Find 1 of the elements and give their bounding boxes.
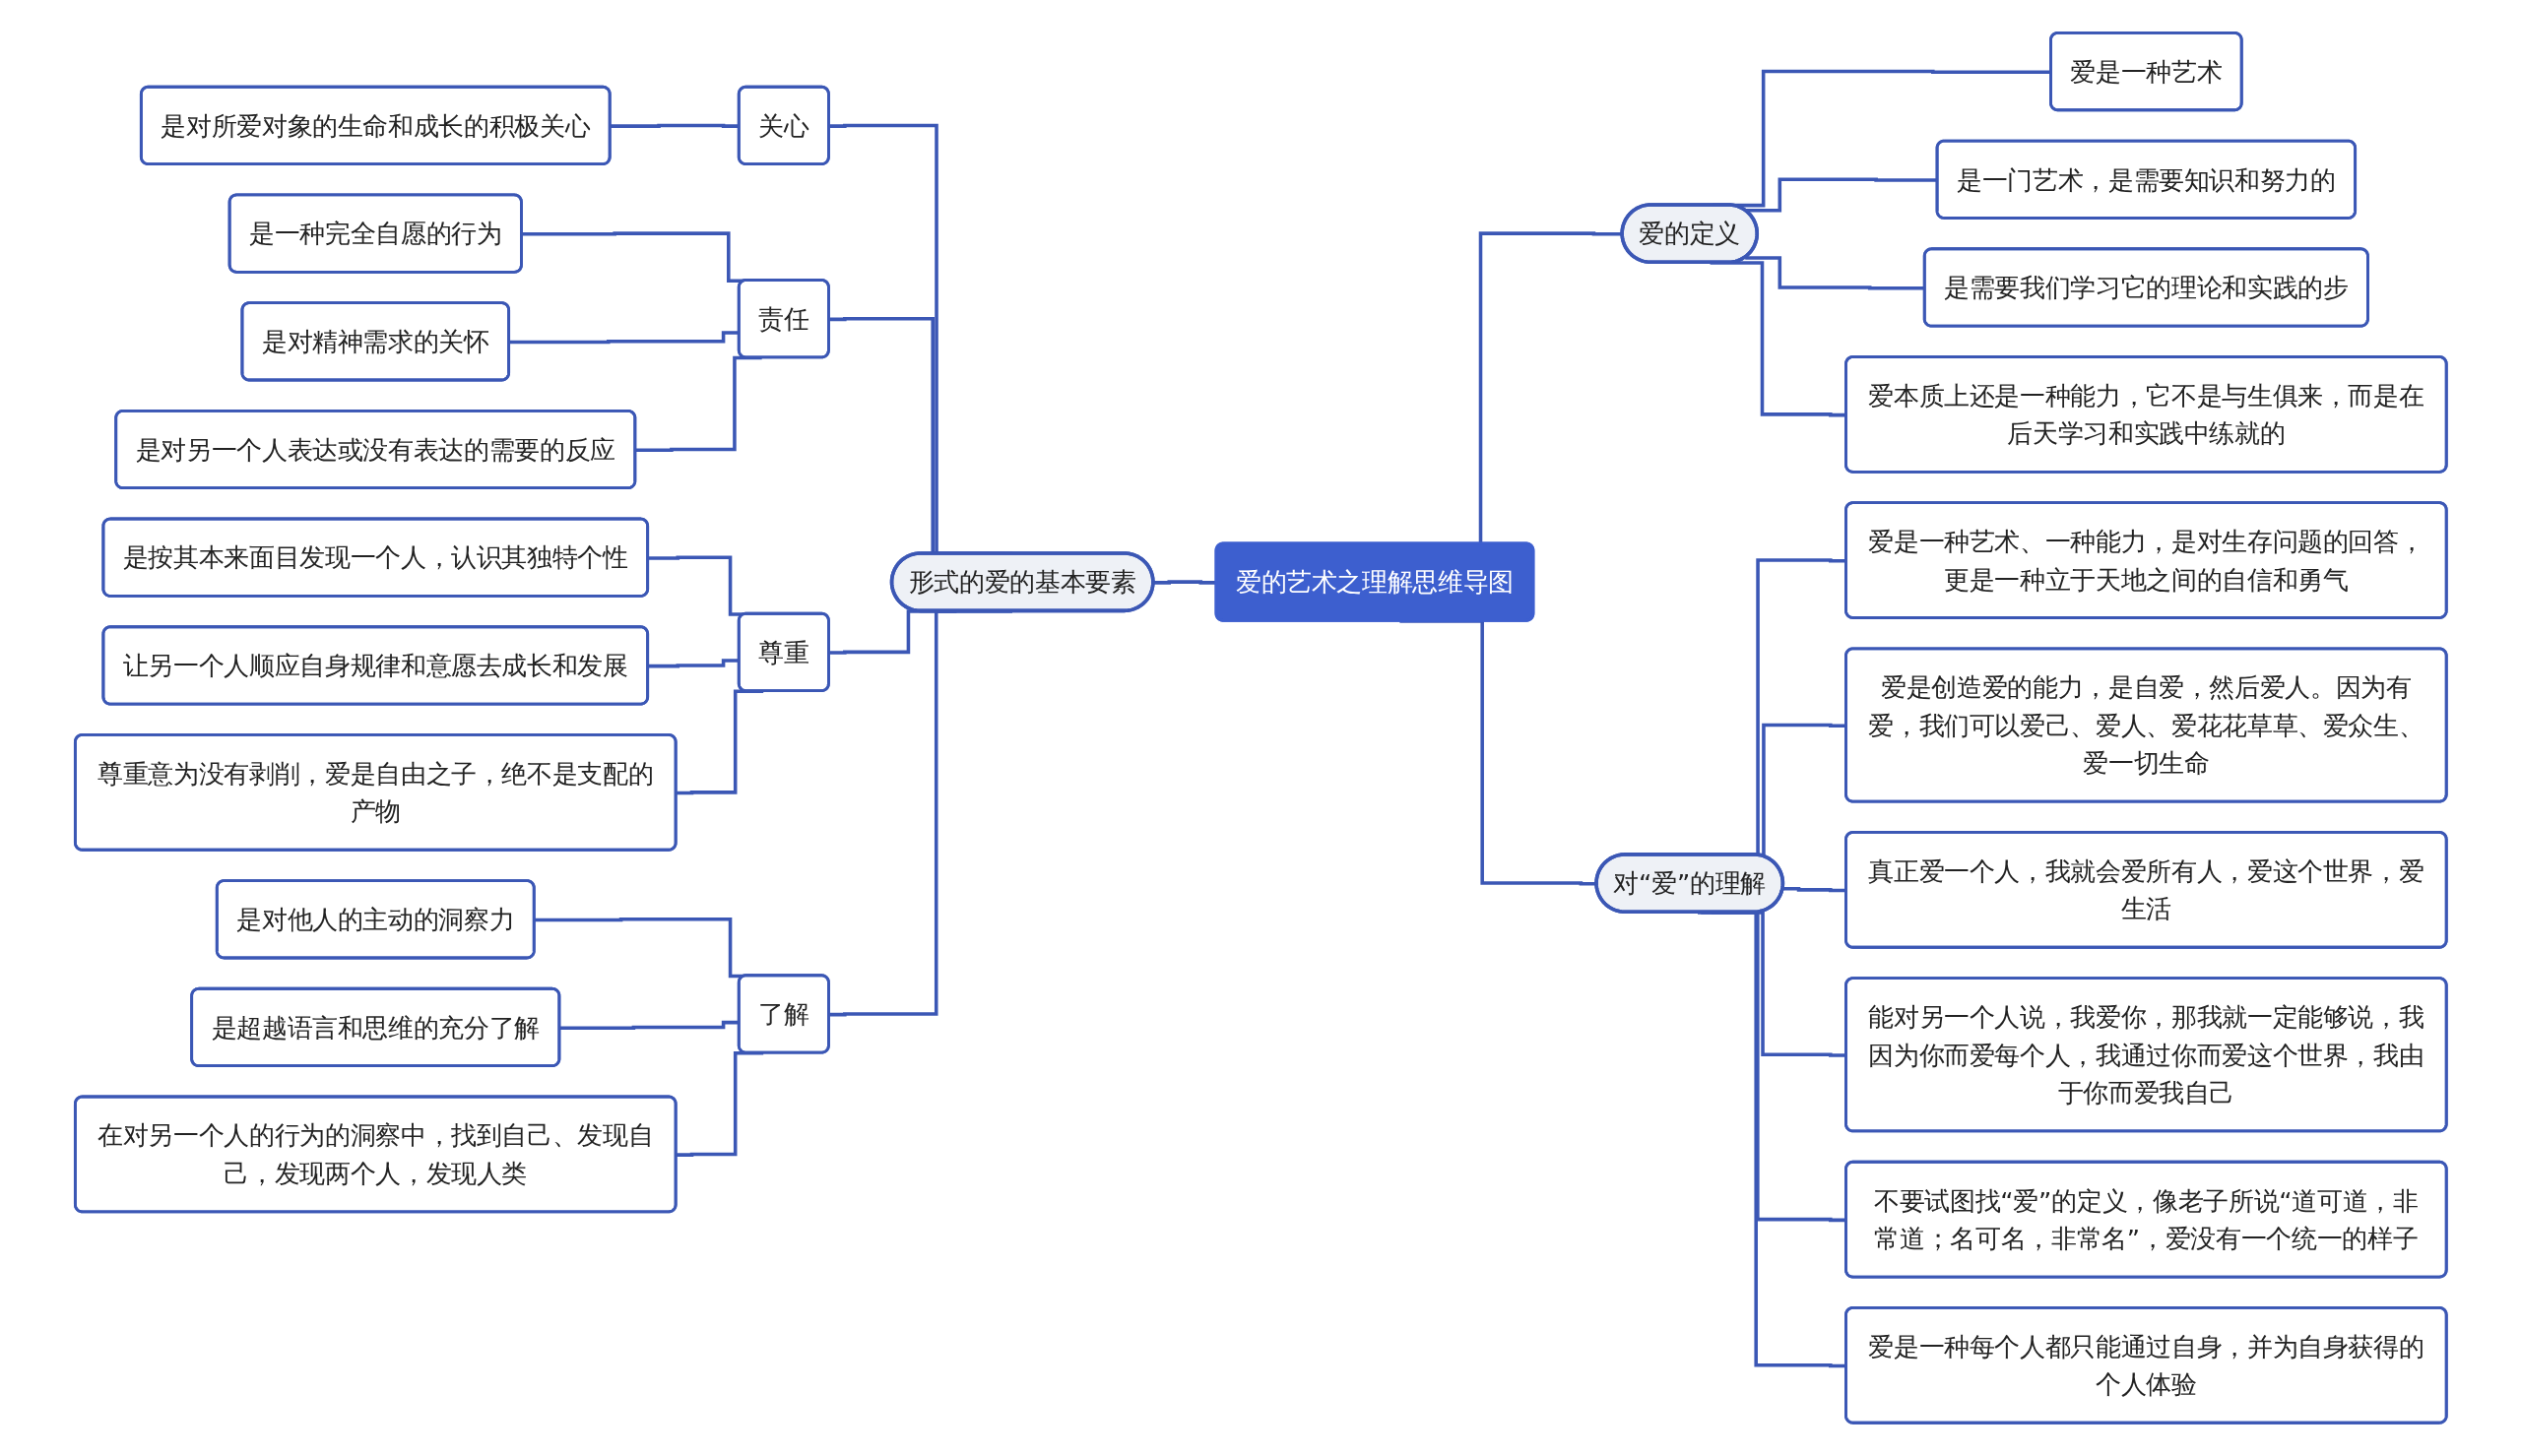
connector — [1782, 887, 1846, 893]
